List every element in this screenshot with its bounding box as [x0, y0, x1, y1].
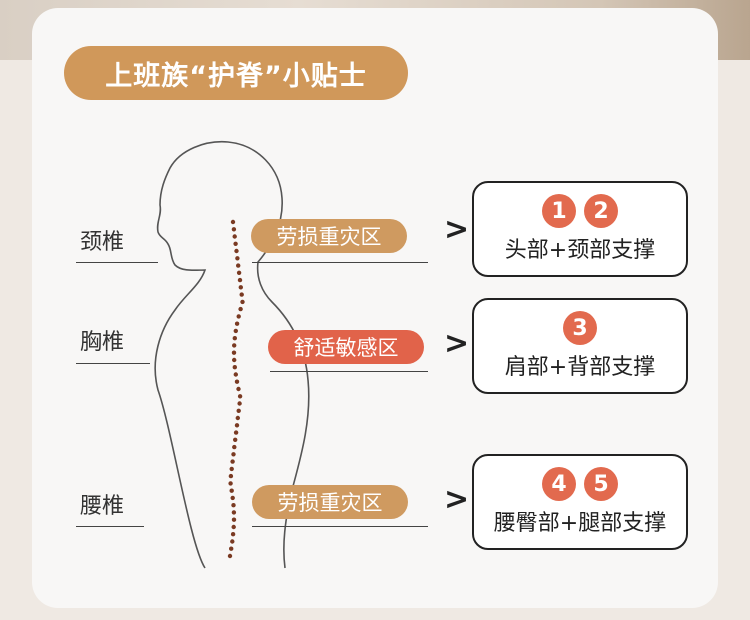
spine-dot	[237, 401, 241, 405]
spine-dot	[231, 220, 235, 224]
zone-badge-neck: 劳损重灾区	[251, 219, 407, 253]
chevron-right-icon: >	[444, 212, 469, 247]
spine-dot	[231, 496, 235, 500]
spine-dot	[230, 467, 234, 471]
spine-dot	[235, 380, 239, 384]
spine-dot	[229, 474, 233, 478]
spine-dot	[240, 300, 244, 304]
spine-dot	[230, 489, 234, 493]
spine-dot	[240, 292, 244, 296]
zone-neck-underline	[252, 262, 428, 263]
label-neck: 颈椎	[80, 224, 124, 256]
spine-dot	[236, 263, 240, 267]
label-chest-underline	[76, 363, 150, 364]
spine-dot	[235, 256, 239, 260]
spine-dot	[231, 452, 235, 456]
spine-dot	[230, 539, 234, 543]
tip-box-lumbar: 4 5 腰臀部+腿部支撑	[472, 454, 688, 550]
spine-dot	[237, 271, 241, 275]
spine-dot	[235, 322, 239, 326]
spine-dot	[230, 459, 234, 463]
spine-dot	[233, 438, 237, 442]
spine-dot	[228, 481, 232, 485]
spine-dot	[233, 242, 237, 246]
spine-dot	[238, 307, 242, 311]
tip-text: 腰臀部+腿部支撑	[494, 505, 666, 537]
zone-chest-underline	[270, 371, 428, 372]
label-lumbar: 腰椎	[80, 488, 124, 520]
spine-dot	[235, 423, 239, 427]
spine-dot	[237, 314, 241, 318]
zone-badge-lumbar: 劳损重灾区	[252, 485, 408, 519]
number-badge: 5	[584, 467, 618, 501]
number-badge: 4	[542, 467, 576, 501]
label-lumbar-underline	[76, 526, 144, 527]
number-badge: 2	[584, 194, 618, 228]
spine-dot	[237, 409, 241, 413]
spine-dot	[238, 278, 242, 282]
number-badge: 1	[542, 194, 576, 228]
chevron-right-icon: >	[444, 482, 469, 517]
tip-text: 肩部+背部支撑	[505, 349, 655, 381]
label-chest: 胸椎	[80, 324, 124, 356]
tip-box-chest: 3 肩部+背部支撑	[472, 298, 688, 394]
spine-dot	[234, 430, 238, 434]
zone-lumbar-underline	[252, 526, 428, 527]
spine-dot	[233, 336, 237, 340]
spine-dot	[234, 329, 238, 333]
spine-dot	[231, 532, 235, 536]
tip-box-neck: 1 2 头部+颈部支撑	[472, 181, 688, 277]
spine-dot	[239, 285, 243, 289]
spine-dot	[233, 234, 237, 238]
spine-dot	[232, 518, 236, 522]
spine-dot	[238, 394, 242, 398]
spine-dot	[232, 445, 236, 449]
spine-dot	[232, 525, 236, 529]
number-badge: 3	[563, 311, 597, 345]
spine-dot	[234, 249, 238, 253]
spine-dot	[236, 387, 240, 391]
spine-dot	[228, 554, 232, 558]
spine-dot	[232, 510, 236, 514]
spine-dot	[234, 372, 238, 376]
spine-dot	[232, 358, 236, 362]
zone-badge-chest: 舒适敏感区	[268, 330, 424, 364]
chevron-right-icon: >	[444, 326, 469, 361]
spine-dot	[232, 227, 236, 231]
spine-dot	[236, 416, 240, 420]
spine-dot	[233, 365, 237, 369]
spine-dot	[231, 503, 235, 507]
spine-dot	[232, 351, 236, 355]
tip-text: 头部+颈部支撑	[505, 232, 655, 264]
spine-dot	[229, 547, 233, 551]
label-neck-underline	[76, 262, 158, 263]
spine-dot	[232, 343, 236, 347]
